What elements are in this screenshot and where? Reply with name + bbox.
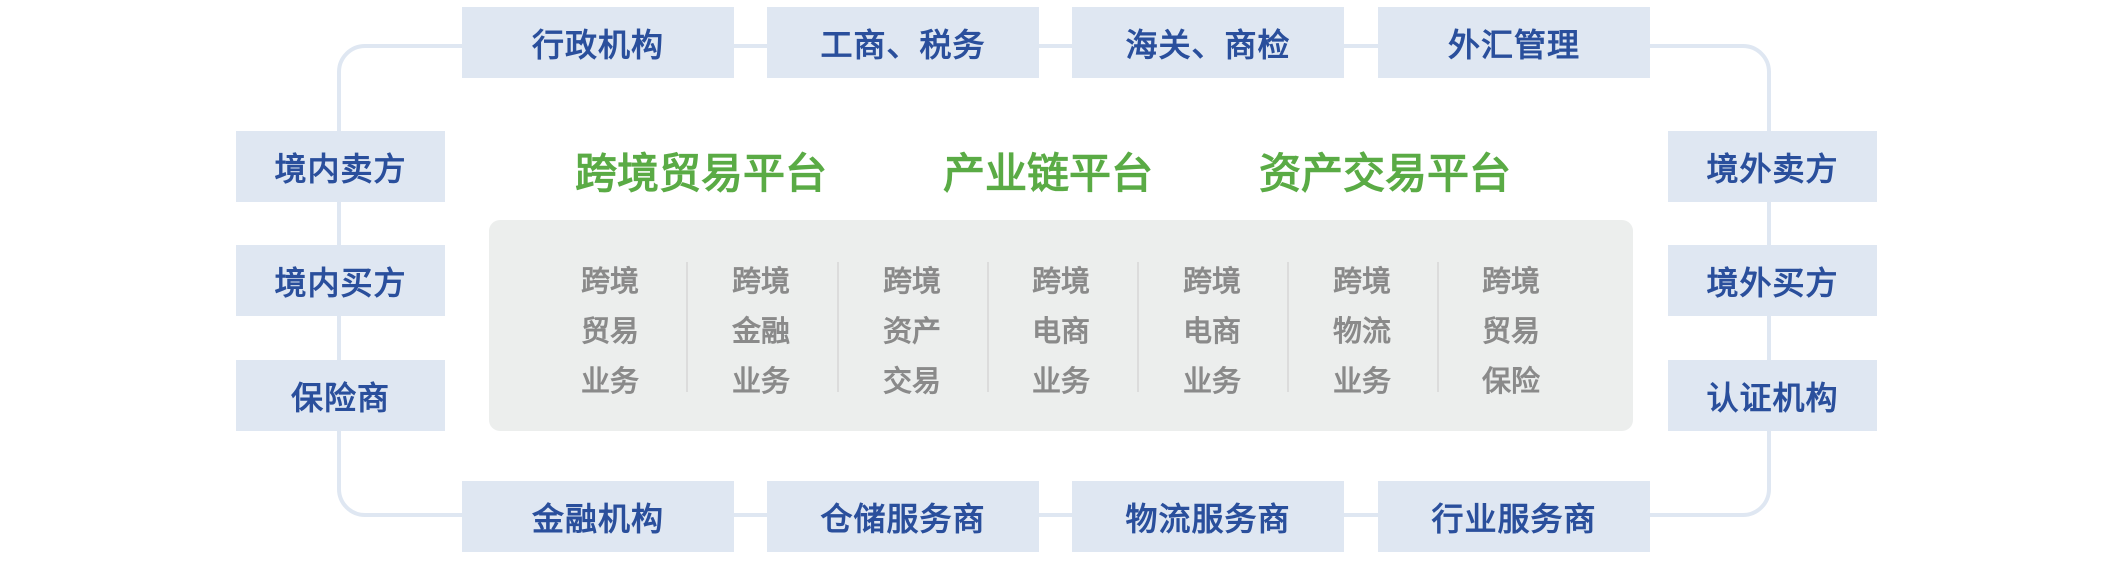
node-foreign-seller: 境外卖方 — [1668, 131, 1877, 202]
service-text: 业务 — [580, 364, 639, 398]
services-panel — [489, 220, 1633, 431]
node-insurer: 保险商 — [236, 360, 445, 431]
service-text: 跨境 — [882, 264, 941, 298]
column-divider — [1136, 262, 1139, 392]
service-text: 贸易 — [580, 314, 639, 348]
service-text: 物流 — [1332, 314, 1391, 348]
node-commerce-tax: 工商、税务 — [767, 7, 1039, 78]
service-column: 跨境贸易保险 — [1471, 256, 1551, 406]
node-financial: 金融机构 — [462, 481, 734, 552]
node-administrative: 行政机构 — [462, 7, 734, 78]
service-text: 业务 — [731, 364, 790, 398]
service-text: 金融 — [731, 314, 790, 348]
column-divider — [685, 262, 688, 392]
service-text: 跨境 — [1031, 264, 1090, 298]
node-foreign-buyer: 境外买方 — [1668, 245, 1877, 316]
service-text: 跨境 — [1332, 264, 1391, 298]
node-warehouse: 仓储服务商 — [767, 481, 1039, 552]
node-industry: 行业服务商 — [1378, 481, 1650, 552]
column-divider — [836, 262, 839, 392]
column-divider — [986, 262, 989, 392]
service-text: 交易 — [882, 364, 941, 398]
platform-asset-trading: 资产交易平台 — [1259, 149, 1512, 198]
service-text: 跨境 — [731, 264, 790, 298]
service-column: 跨境电商业务 — [1172, 256, 1252, 406]
service-text: 业务 — [1182, 364, 1241, 398]
service-text: 跨境 — [1481, 264, 1540, 298]
service-text: 业务 — [1332, 364, 1391, 398]
node-forex: 外汇管理 — [1378, 7, 1650, 78]
service-column: 跨境物流业务 — [1322, 256, 1402, 406]
node-domestic-buyer: 境内买方 — [236, 245, 445, 316]
service-column: 跨境资产交易 — [872, 256, 952, 406]
service-text: 跨境 — [1182, 264, 1241, 298]
service-text: 跨境 — [580, 264, 639, 298]
service-column: 跨境电商业务 — [1021, 256, 1101, 406]
node-certification: 认证机构 — [1668, 360, 1877, 431]
column-divider — [1287, 262, 1289, 392]
node-logistics: 物流服务商 — [1072, 481, 1344, 552]
service-text: 电商 — [1182, 314, 1241, 348]
service-text: 贸易 — [1481, 314, 1540, 348]
service-text: 电商 — [1031, 314, 1090, 348]
service-column: 跨境金融业务 — [721, 256, 801, 406]
column-divider — [1436, 262, 1439, 392]
service-text: 保险 — [1481, 364, 1540, 398]
service-text: 资产 — [882, 314, 941, 348]
node-customs-inspection: 海关、商检 — [1072, 7, 1344, 78]
node-domestic-seller: 境内卖方 — [236, 131, 445, 202]
platform-trade: 跨境贸易平台 — [575, 149, 828, 198]
service-column: 跨境贸易业务 — [570, 256, 650, 406]
platform-industry-chain: 产业链平台 — [943, 149, 1154, 198]
service-text: 业务 — [1031, 364, 1090, 398]
